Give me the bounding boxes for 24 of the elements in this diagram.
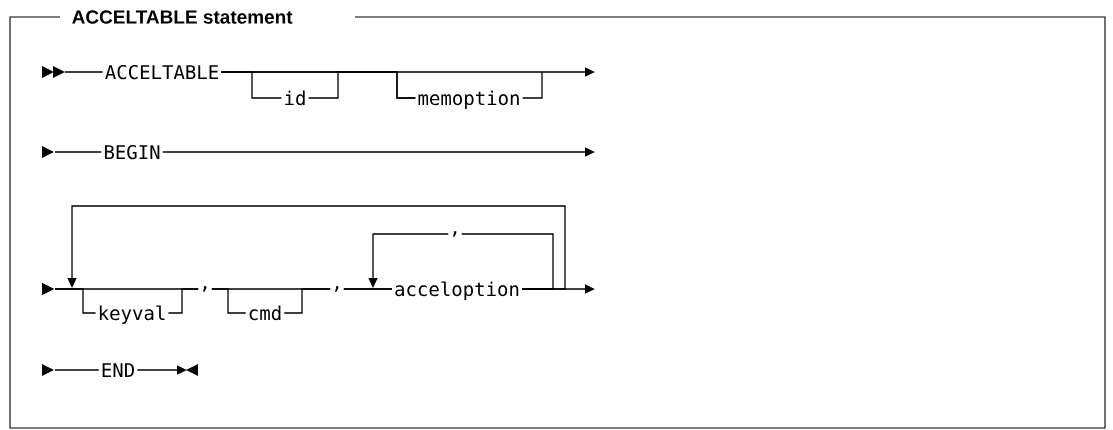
railroad-track (42, 66, 104, 78)
edge-label: , (448, 230, 462, 238)
keyword: cmd (249, 305, 281, 321)
railroad-track (220, 67, 595, 77)
edge-label: , (330, 285, 344, 293)
keyword: END (102, 363, 134, 377)
keyword: memoption (418, 90, 519, 109)
railroad-track (136, 365, 187, 375)
railroad-track (42, 364, 100, 376)
railroad-track (167, 288, 247, 314)
railroad-track (42, 146, 102, 158)
keyword: acceloption (395, 281, 519, 300)
railroad-track (368, 233, 554, 290)
keyword: BEGIN (104, 144, 160, 160)
railroad-track (67, 205, 566, 290)
railroad-track (522, 71, 543, 99)
edge-label: , (198, 285, 212, 293)
keyword: keyval (99, 305, 165, 324)
railroad-track (307, 71, 417, 99)
keyword: ACCELTABLE (105, 64, 218, 80)
railroad-track (521, 284, 595, 294)
railroad-track (162, 147, 595, 157)
railroad-track (283, 288, 393, 314)
keyword: id (285, 90, 305, 106)
